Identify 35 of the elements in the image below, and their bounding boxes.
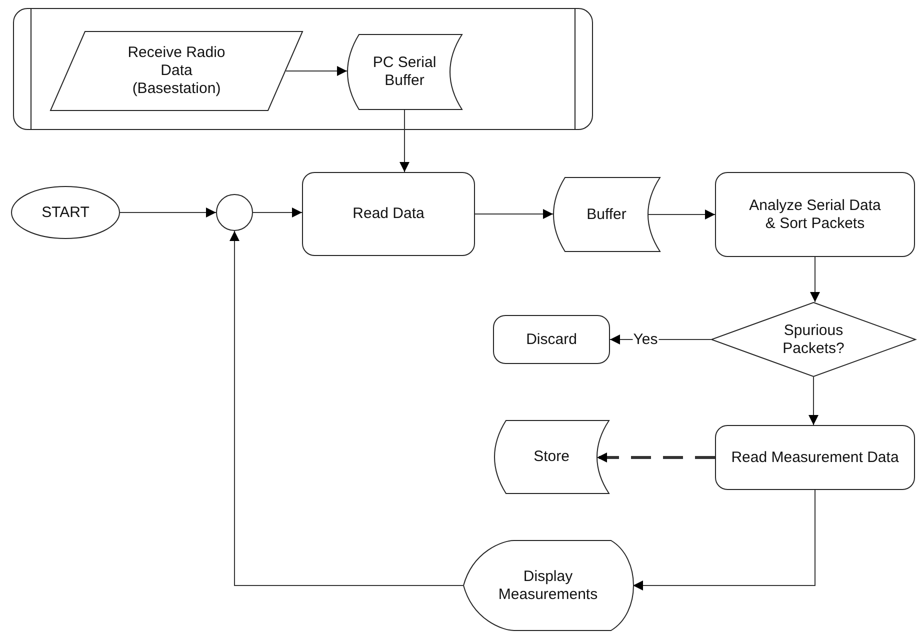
terminal-label: START xyxy=(42,204,90,222)
process-label: Read Data xyxy=(352,205,424,223)
arrow xyxy=(252,208,302,218)
decision-diamond xyxy=(711,302,916,377)
arrow xyxy=(632,490,816,590)
arrow xyxy=(810,256,820,302)
arrow xyxy=(120,208,216,218)
node-label: Store xyxy=(534,448,570,466)
node-label: PC Serial Buffer xyxy=(372,54,438,90)
edge-label: Yes xyxy=(632,332,659,348)
process-label: Analyze Serial Data & Sort Packets xyxy=(748,196,882,232)
process-label: Read Measurement Data xyxy=(731,448,899,466)
arrow xyxy=(808,376,818,426)
process-box xyxy=(715,425,915,490)
node-label: Display Measurements xyxy=(497,568,599,604)
connector-circle xyxy=(216,194,253,231)
process-label: Discard xyxy=(526,330,577,348)
stored-data-shape xyxy=(553,177,660,252)
arrow xyxy=(230,230,464,586)
arrow xyxy=(597,452,715,462)
arrow xyxy=(648,210,716,220)
stored-data-shape xyxy=(494,420,609,494)
predefined-process-band xyxy=(13,8,593,130)
node-label: Buffer xyxy=(586,206,626,224)
arrow xyxy=(474,209,554,219)
node-label: Receive Radio Data (Basestation) xyxy=(126,44,226,98)
input-output-parallelogram xyxy=(50,31,303,111)
process-box xyxy=(493,315,610,364)
decision-label: Spurious Packets? xyxy=(782,322,846,358)
process-box xyxy=(302,172,475,256)
terminal-ellipse xyxy=(11,186,120,239)
arrow xyxy=(400,110,410,172)
process-box xyxy=(715,172,915,257)
display-shape xyxy=(463,540,633,631)
arrow xyxy=(286,66,348,76)
